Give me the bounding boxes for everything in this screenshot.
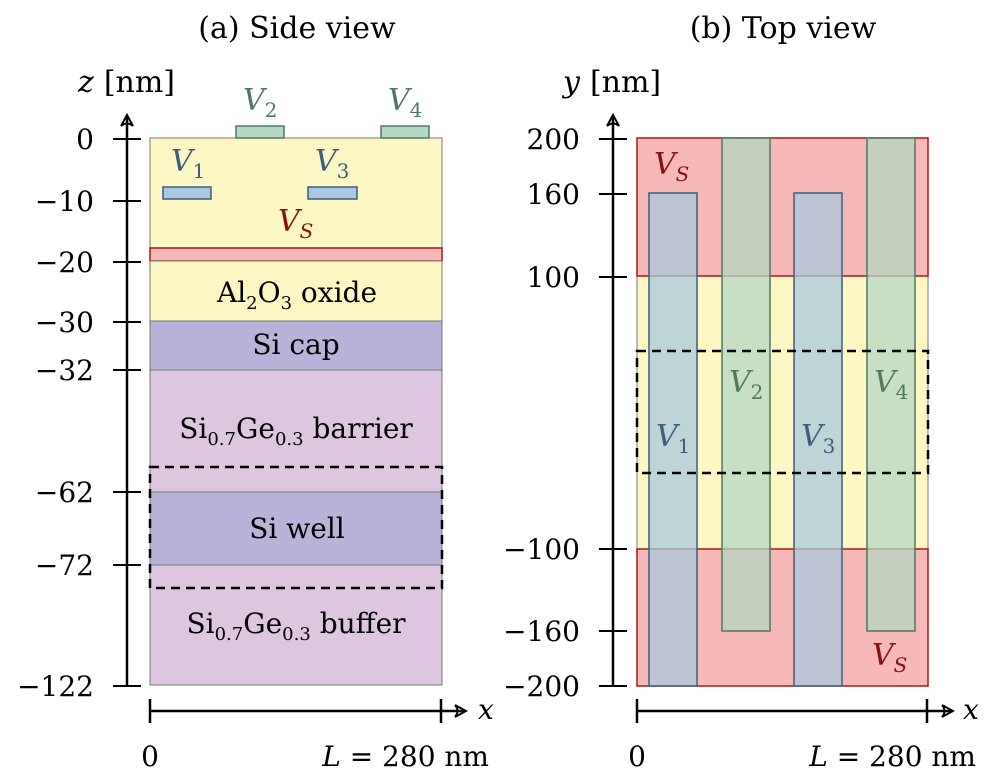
side-si-cap-layer xyxy=(149,320,443,371)
side-label-v2: V2 xyxy=(243,83,277,122)
side-label-v3: V3 xyxy=(315,144,349,183)
side-z-tick-label-7: −122 xyxy=(17,670,94,703)
side-label-v4: V4 xyxy=(388,83,422,122)
side-label-barrier: Si0.7Ge0.3 barrier xyxy=(179,412,413,450)
side-z-tick-label-6: −72 xyxy=(35,549,94,582)
top-y-tick-label-0: 200 xyxy=(527,123,580,156)
top-gate-v3 xyxy=(793,192,843,687)
top-gate-v4 xyxy=(866,137,916,632)
side-x-start-label: 0 xyxy=(141,740,159,773)
top-label-v3: V3 xyxy=(801,419,835,458)
top-dashed-region xyxy=(635,349,930,475)
side-gate-v2 xyxy=(235,125,285,139)
side-z-tick-label-4: −32 xyxy=(35,354,94,387)
top-view-panel: (b) Top view V1 V3 V2 V4 VS VS y[nm] 200 xyxy=(503,11,979,773)
top-y-ticks: 200 160 100 −100 −160 −200 xyxy=(503,123,627,703)
top-y-tick-label-3: −100 xyxy=(503,533,580,566)
top-y-tick-label-4: −160 xyxy=(503,615,580,648)
top-x-axis-label: x xyxy=(963,693,979,726)
side-label-oxide: Al2O3 oxide xyxy=(216,276,377,314)
top-gate-v1 xyxy=(648,192,698,687)
side-z-tick-label-1: −10 xyxy=(35,185,94,218)
top-y-tick-label-1: 160 xyxy=(527,178,580,211)
side-x-axis-label: x xyxy=(478,693,494,726)
side-z-ticks: 0 −10 −20 −30 −32 −62 −72 −122 xyxy=(17,123,141,703)
top-x-start-label: 0 xyxy=(628,740,646,773)
side-view-title: (a) Side view xyxy=(198,11,396,46)
top-label-v1: V1 xyxy=(656,419,690,458)
side-z-tick-label-5: −62 xyxy=(35,476,94,509)
side-barrier-layer xyxy=(149,369,443,493)
side-z-axis-label: z[nm] xyxy=(77,65,175,100)
top-label-v4: V4 xyxy=(874,365,908,404)
side-label-v1: V1 xyxy=(171,144,205,183)
top-y-tick-label-2: 100 xyxy=(527,261,580,294)
top-y-tick-label-5: −200 xyxy=(503,670,580,703)
side-gate-v3 xyxy=(307,186,358,200)
top-gate-v2 xyxy=(721,137,771,632)
top-x-end-label: L = 280 nm xyxy=(808,740,976,773)
top-y-axis-label: y[nm] xyxy=(561,65,661,100)
side-label-si-cap: Si cap xyxy=(252,328,339,361)
side-label-buffer: Si0.7Ge0.3 buffer xyxy=(186,607,406,645)
side-oxide-layer xyxy=(149,260,443,322)
top-view-title: (b) Top view xyxy=(690,11,877,46)
side-vs-layer xyxy=(149,247,443,262)
top-label-v2: V2 xyxy=(729,365,763,404)
top-label-vs-upper: VS xyxy=(654,147,689,186)
side-gate-v4 xyxy=(380,125,430,139)
side-buffer-layer xyxy=(149,564,443,686)
side-label-si-well: Si well xyxy=(249,512,345,545)
side-z-tick-label-0: 0 xyxy=(76,123,94,156)
side-gate-v1 xyxy=(162,186,212,200)
side-dashed-region xyxy=(148,465,444,590)
side-z-tick-label-2: −20 xyxy=(35,246,94,279)
side-label-vs: VS xyxy=(278,204,313,243)
top-label-vs-lower: VS xyxy=(872,638,907,677)
side-si-well-layer xyxy=(149,491,443,566)
side-view-panel: (a) Side view V1 V3 V2 V4 VS Al2O3 oxide… xyxy=(17,11,494,773)
side-x-end-label: L = 280 nm xyxy=(321,740,489,773)
side-z-tick-label-3: −30 xyxy=(35,306,94,339)
